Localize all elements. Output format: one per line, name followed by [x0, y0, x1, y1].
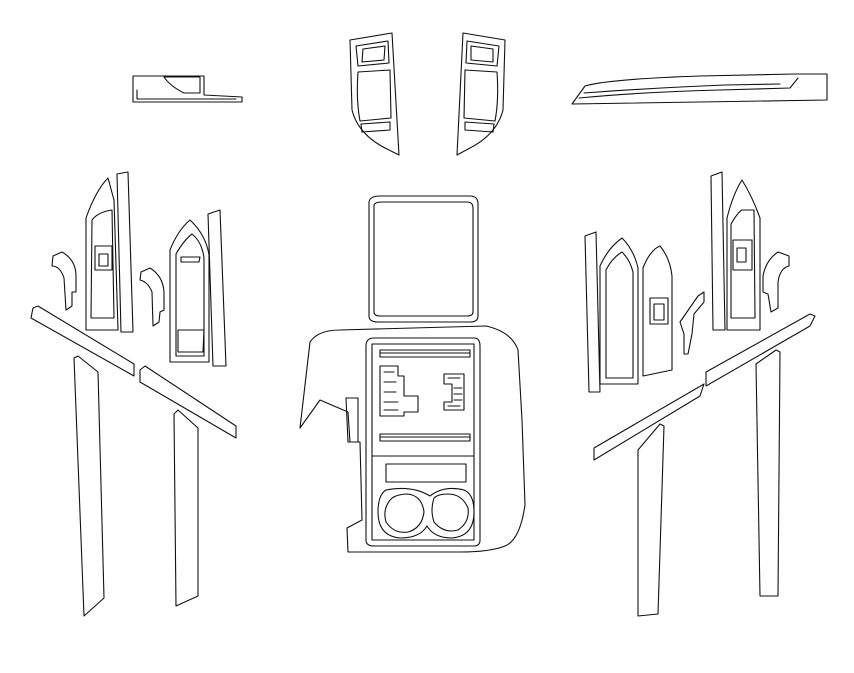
left-lower-trim-strips [30, 305, 237, 617]
right-door-rear-panel [584, 231, 705, 393]
top-left-trim-strip [132, 75, 243, 103]
left-window-switch-panel-upper [349, 32, 400, 156]
left-door-rear-panel [139, 209, 227, 367]
left-door-front-panel [51, 171, 134, 333]
top-right-dash-strip [571, 73, 828, 105]
right-door-front-panel [710, 171, 790, 331]
right-lower-trim-strips [593, 313, 816, 617]
center-screen-frame [368, 195, 479, 323]
center-console [299, 325, 526, 553]
right-window-switch-panel-upper [456, 32, 506, 156]
